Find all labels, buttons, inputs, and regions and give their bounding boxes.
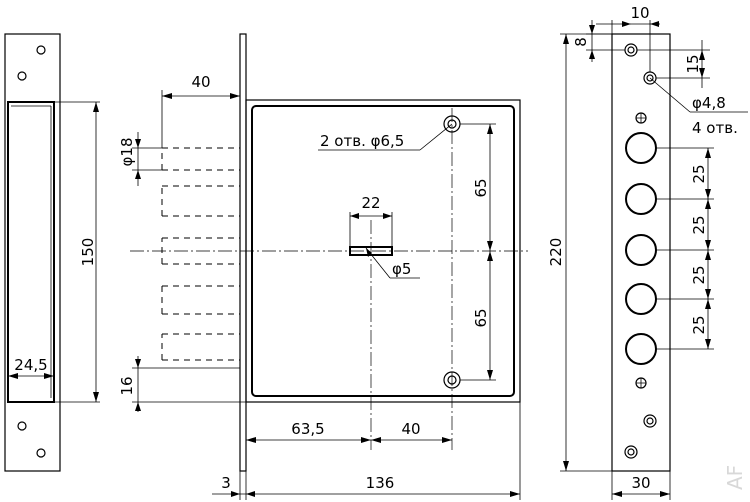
faceplate bbox=[611, 33, 671, 472]
dim-3-136-group: 3 136 bbox=[212, 402, 521, 500]
dim-136-label: 136 bbox=[366, 474, 395, 492]
lock-body bbox=[130, 33, 528, 472]
bolts-dashed bbox=[161, 147, 240, 361]
dim-phi18-group: φ18 bbox=[118, 132, 162, 186]
dim-phi18-label: φ18 bbox=[118, 138, 136, 167]
bolt-hole-3 bbox=[625, 234, 657, 266]
faceplate-holes-note-group: φ4,8 4 отв. bbox=[649, 77, 748, 137]
mount-holes-note-group: 2 отв. φ6,5 bbox=[318, 123, 453, 151]
bolt-hole-1 bbox=[625, 132, 657, 164]
strike-screw-hole-top-right bbox=[36, 45, 46, 55]
dim-25-c-label: 25 bbox=[690, 265, 708, 284]
bolt-hole-5 bbox=[625, 333, 657, 365]
bolt-2 bbox=[161, 185, 240, 217]
dim-22-label: 22 bbox=[361, 194, 380, 212]
dim-30-label: 30 bbox=[631, 474, 650, 492]
dim-220-label: 220 bbox=[547, 238, 565, 267]
dim-63-5-label: 63,5 bbox=[291, 420, 324, 438]
dim-40-backset-group: 40 bbox=[161, 73, 240, 148]
dim-65-group: 65 65 bbox=[460, 123, 496, 381]
dim-25-b-label: 25 bbox=[690, 215, 708, 234]
dim-phi5-label: φ5 bbox=[392, 260, 411, 278]
strike-plate bbox=[4, 33, 61, 472]
dim-65-bottom-label: 65 bbox=[472, 308, 490, 327]
strike-screw-hole-bottom-left bbox=[17, 421, 27, 431]
dim-15-label: 15 bbox=[684, 54, 702, 73]
dim-40-bottom-label: 40 bbox=[401, 420, 420, 438]
strike-screw-hole-bottom-right bbox=[36, 448, 46, 458]
dim-22-group: 22 bbox=[349, 194, 393, 247]
faceplate-holes-count: 4 отв. bbox=[692, 119, 738, 137]
strike-screw-hole-top-left bbox=[17, 71, 27, 81]
dim-65-top-label: 65 bbox=[472, 178, 490, 197]
dim-8-group: 8 bbox=[572, 20, 625, 62]
lock-front-plate bbox=[239, 33, 247, 472]
dim-16-label: 16 bbox=[118, 376, 136, 395]
bolt-3 bbox=[161, 237, 240, 265]
faceplate-holes-size: φ4,8 bbox=[692, 94, 726, 112]
dim-25-a-label: 25 bbox=[690, 164, 708, 183]
dim-24-5-label: 24,5 bbox=[14, 356, 47, 374]
dim-220-group: 220 bbox=[547, 33, 612, 472]
bolt-1 bbox=[161, 147, 240, 171]
dim-150-label: 150 bbox=[79, 238, 97, 267]
dim-10-group: 10 bbox=[596, 4, 660, 72]
dim-15-group: 15 bbox=[637, 40, 710, 88]
dim-150-group: 150 bbox=[54, 101, 100, 403]
dim-25-d-label: 25 bbox=[690, 315, 708, 334]
bolt-5 bbox=[161, 333, 240, 361]
dim-30-group: 30 bbox=[611, 471, 671, 500]
dim-40-backset-label: 40 bbox=[191, 73, 210, 91]
watermark: AF bbox=[723, 465, 747, 490]
dim-3-label: 3 bbox=[221, 474, 231, 492]
bolt-4 bbox=[161, 285, 240, 315]
strike-plate-outline bbox=[4, 33, 61, 472]
dim-63-5-40-group: 63,5 40 bbox=[245, 402, 452, 444]
bolt-hole-2 bbox=[625, 183, 657, 215]
strike-plate-opening bbox=[7, 101, 55, 403]
dim-phi5-group: φ5 bbox=[365, 247, 420, 279]
faceplate-outline bbox=[611, 33, 671, 472]
dim-25-group: 25 25 25 25 bbox=[656, 147, 714, 350]
bolt-hole-4 bbox=[625, 283, 657, 315]
mount-holes-note: 2 отв. φ6,5 bbox=[320, 132, 404, 150]
dim-10-label: 10 bbox=[630, 4, 649, 22]
dim-16-group: 16 bbox=[118, 356, 246, 412]
dim-24-5-group: 24,5 bbox=[8, 356, 54, 379]
dim-8-label: 8 bbox=[572, 37, 590, 47]
